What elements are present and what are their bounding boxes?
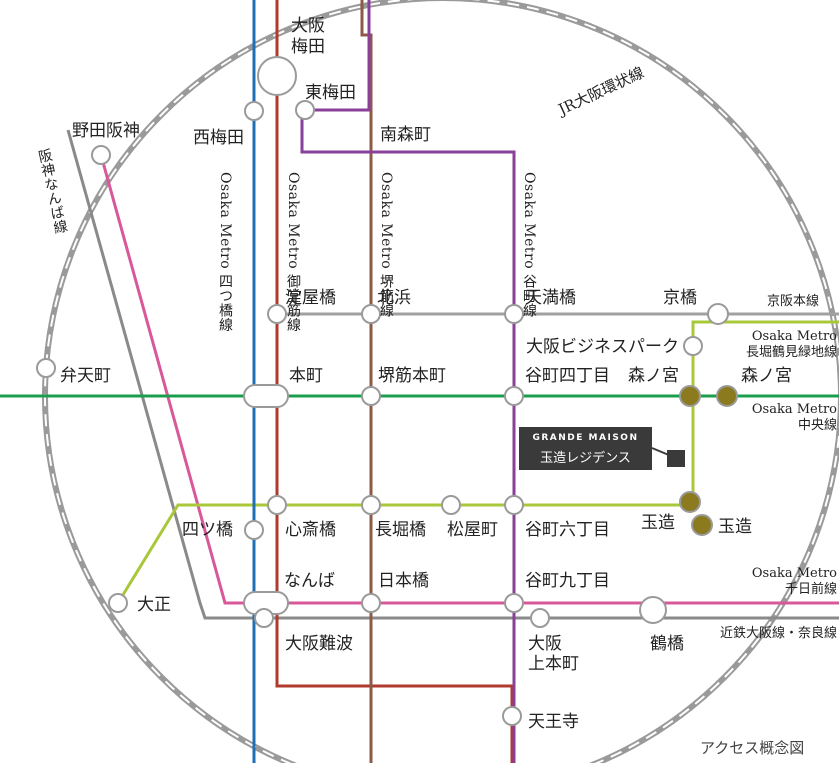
station-osaka-namba-label: 大阪難波 <box>285 634 353 654</box>
station-morinomiya-label: 森ノ宮 <box>741 366 792 386</box>
station-tanimachi-9-label: 谷町九丁目 <box>525 571 610 591</box>
yotsubashi-node <box>244 520 264 540</box>
hanshin-namba-line <box>66 129 839 620</box>
tanimachi-line-label: Osaka Metro 谷町線 <box>521 172 537 318</box>
nagahori-metro-label: Osaka Metro <box>751 329 837 344</box>
station-tennoji-label: 天王寺 <box>528 712 579 732</box>
sakaisuji-honmachi-node <box>361 386 381 406</box>
station-sakaisuji-honmachi-label: 堺筋本町 <box>378 366 446 386</box>
station-tamatsukuri-metro-label: 玉造 <box>641 513 675 533</box>
nipponbashi-node <box>361 593 381 613</box>
station-tanimachi-4-label: 谷町四丁目 <box>525 366 610 386</box>
station-yodoyabashi-label: 淀屋橋 <box>285 288 336 308</box>
station-nipponbashi-label: 日本橋 <box>378 571 429 591</box>
matsuyamachi-node <box>441 495 461 515</box>
nagahori-line <box>116 320 839 604</box>
kintetsu-line-label: 近鉄大阪線・奈良線 <box>719 626 837 641</box>
property-brand: GRANDE MAISON <box>532 433 639 443</box>
station-higashi-umeda-label: 東梅田 <box>305 83 356 103</box>
shinsaibashi-node <box>267 495 287 515</box>
station-uehonmachi-label-1: 大阪 <box>528 634 562 654</box>
tamatsukuri-node <box>691 514 713 536</box>
tenmabashi-node <box>504 304 524 324</box>
tanimachi-9-node <box>504 593 524 613</box>
sennichimae-line-label: 千日前線 <box>784 582 837 597</box>
station-taisho-label: 大正 <box>137 595 171 615</box>
chuo-line-label: 中央線 <box>797 418 837 433</box>
station-tamatsukuri-label: 玉造 <box>718 517 752 537</box>
sennichimae-line <box>99 154 839 605</box>
sakaisuji-line-label: Osaka Metro 堺筋線 <box>378 172 394 318</box>
yodoyabashi-node <box>267 304 287 324</box>
property-marker <box>667 450 685 467</box>
station-tsuruhashi-label: 鶴橋 <box>650 634 684 654</box>
station-bentencho-label: 弁天町 <box>60 366 111 386</box>
obp-node <box>683 336 703 356</box>
station-minami-morimachi-label: 南森町 <box>380 125 431 145</box>
station-tanimachi-6-label: 谷町六丁目 <box>525 520 610 540</box>
station-kyobashi-label: 京橋 <box>663 288 697 308</box>
tamatsukuri-metro-node <box>679 491 701 513</box>
nagahori-line-label: 長堀鶴見緑地線 <box>745 345 837 360</box>
tanimachi-6-node <box>504 495 524 515</box>
station-nodes <box>36 56 738 726</box>
noda-hanshin-node <box>91 145 111 165</box>
yotsubashi-line-label: Osaka Metro 四つ橋線 <box>217 172 233 333</box>
station-matsuyamachi-label: 松屋町 <box>447 520 498 540</box>
station-uehonmachi-label-2: 上本町 <box>528 654 579 674</box>
osaka-namba-node <box>254 608 274 628</box>
nishi-umeda-node <box>244 101 264 121</box>
chuo-metro-label: Osaka Metro <box>751 402 837 417</box>
higashi-umeda-node <box>295 100 315 120</box>
kitahama-node <box>361 304 381 324</box>
keihan-line-label: 京阪本線 <box>767 294 820 309</box>
station-namba-label: なんば <box>284 571 335 591</box>
sakaisuji-line <box>360 0 373 763</box>
morinomiya-chuo-node <box>679 385 701 407</box>
osaka-umeda-node <box>257 56 297 96</box>
morinomiya-node <box>716 385 738 407</box>
station-umeda-label-2: 梅田 <box>291 37 325 57</box>
station-osaka-label-1: 大阪 <box>291 16 325 36</box>
station-honmachi-label: 本町 <box>289 366 323 386</box>
midosuji-line-label: Osaka Metro 御堂筋線 <box>285 172 301 333</box>
tennoji-node <box>502 706 522 726</box>
station-kitahama-label: 北浜 <box>377 288 411 308</box>
map-caption: アクセス概念図 <box>700 739 805 757</box>
station-obp-label: 大阪ビジネスパーク <box>526 337 679 357</box>
station-nagahoribashi-label: 長堀橋 <box>375 520 426 540</box>
taisho-node <box>108 593 128 613</box>
station-noda-hanshin-label: 野田阪神 <box>72 121 140 141</box>
property-name: 玉造レジデンス <box>540 451 631 466</box>
tanimachi-4-node <box>504 386 524 406</box>
station-shinsaibashi-label: 心斎橋 <box>285 520 336 540</box>
station-nishi-umeda-label: 西梅田 <box>193 128 244 148</box>
station-yotsubashi-label: 四ツ橋 <box>182 520 233 540</box>
nagahoribashi-node <box>361 495 381 515</box>
property-tag: GRANDE MAISON 玉造レジデンス <box>519 427 652 470</box>
kyobashi-node <box>707 303 729 325</box>
uehonmachi-node <box>530 608 550 628</box>
bentencho-node <box>36 358 56 378</box>
honmachi-node <box>243 384 289 408</box>
tanimachi-line <box>300 0 516 763</box>
tsuruhashi-node <box>639 596 667 624</box>
station-morinomiya-chuo-label: 森ノ宮 <box>628 366 679 386</box>
sennichimae-metro-label: Osaka Metro <box>751 566 837 581</box>
station-tenmabashi-label: 天満橋 <box>525 288 576 308</box>
